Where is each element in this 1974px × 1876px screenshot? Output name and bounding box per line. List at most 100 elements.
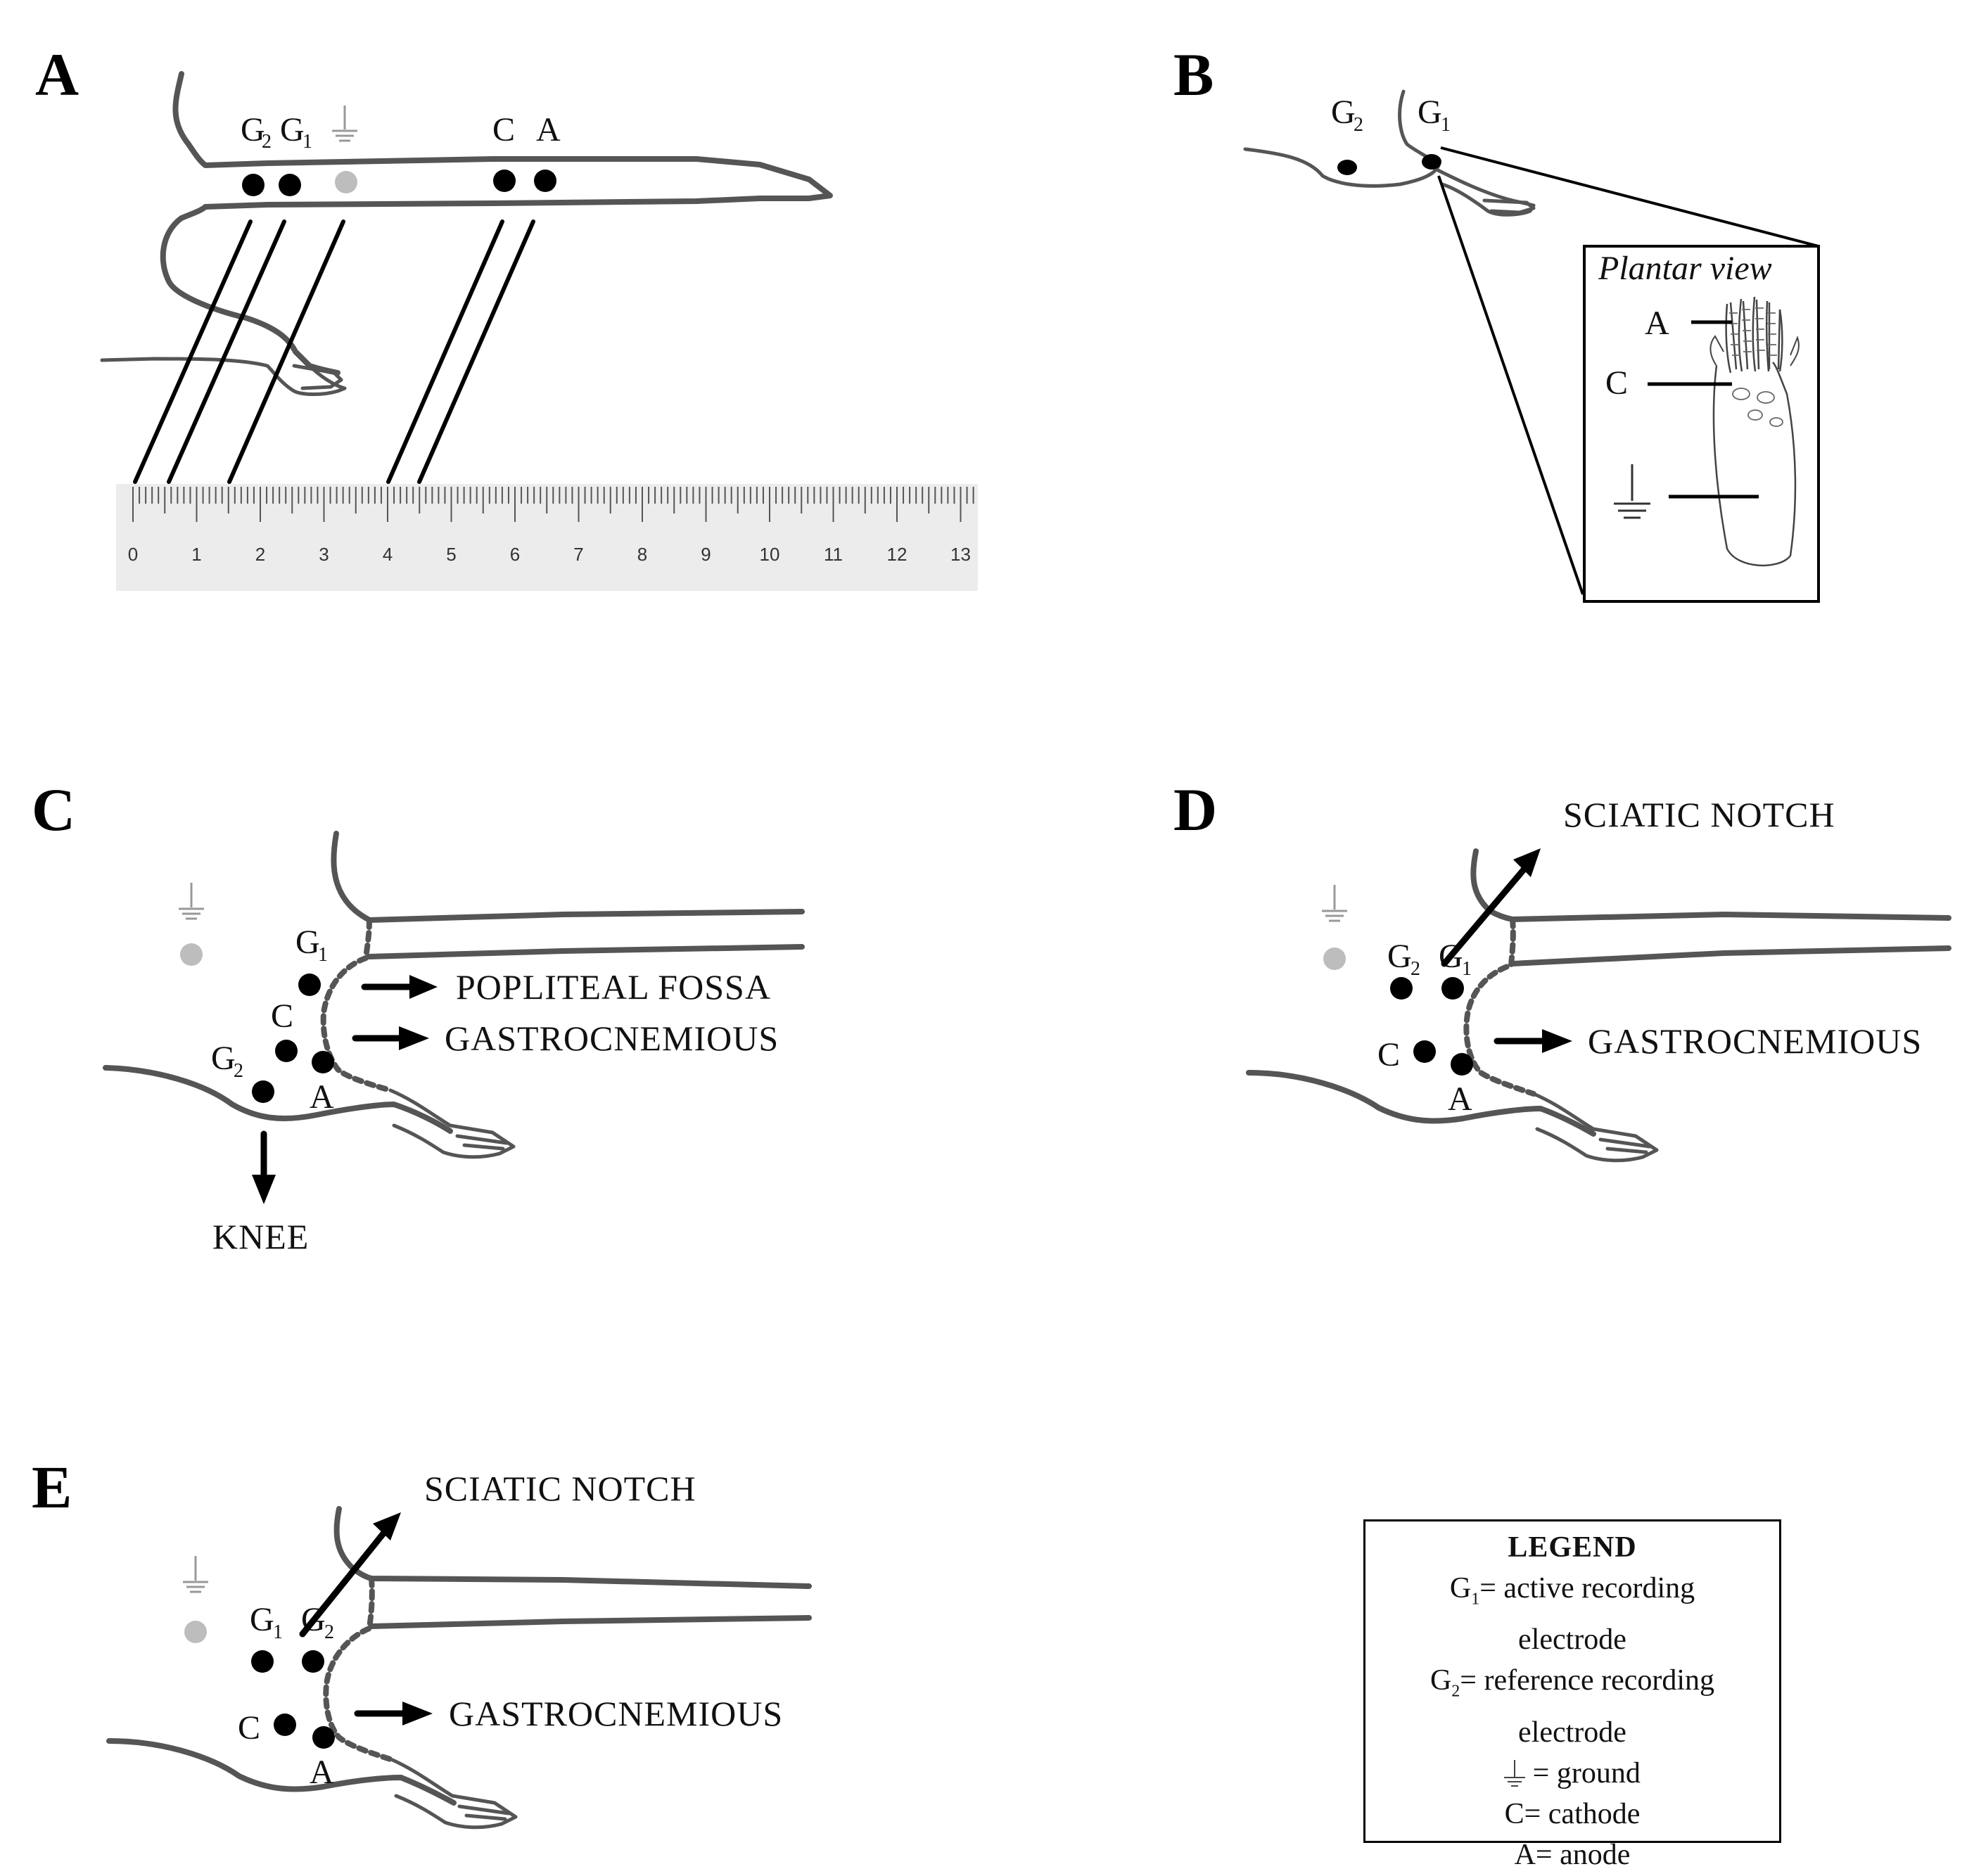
panel-a-anode-projection-line [417, 219, 535, 484]
panel-d-cathode-label: C [1377, 1036, 1400, 1073]
panel-c-shin-outline [103, 1065, 453, 1134]
panel-b-g1-electrode [1422, 154, 1441, 170]
ruler-number: 1 [191, 544, 201, 565]
legend-g2-sub: 2 [1451, 1682, 1460, 1701]
legend-ground-text: = ground [1525, 1756, 1641, 1789]
panel-b-inset-ground-icon [1614, 464, 1650, 519]
panel-e-ground-icon [183, 1556, 208, 1593]
ruler-number: 5 [446, 544, 456, 565]
panel-c-popliteal-label: POPLITEAL FOSSA [456, 967, 771, 1007]
panel-c-gastrocnemious-arrow [352, 1026, 429, 1050]
legend-anode-row: A= anode [1514, 1838, 1631, 1871]
panel-d-tail-outline [1470, 848, 1951, 966]
panel-c-knee-arrow [252, 1130, 276, 1204]
ruler-number: 2 [255, 544, 265, 565]
panel-c-ground-electrode [180, 943, 203, 966]
legend-ground-icon [1504, 1759, 1526, 1787]
panel-b-zoom-line-bottom [1437, 175, 1584, 595]
panel-b-inset-anode-label: A [1645, 305, 1669, 342]
legend-ground-row: = ground [1365, 1753, 1779, 1794]
panel-e-anode-electrode [312, 1726, 335, 1749]
panel-c-ground-icon [179, 883, 204, 920]
panel-a-tail-outline [172, 71, 833, 210]
panel-b-g2-sub: 2 [1354, 114, 1363, 136]
panel-a-g2-label: G [241, 111, 265, 148]
panel-b-toes [1482, 198, 1536, 215]
panel-b-inset-box [1583, 245, 1820, 603]
panel-e-sciatic-label: SCIATIC NOTCH [424, 1469, 696, 1508]
panel-e-foot-outline [390, 1758, 518, 1830]
panel-c-g1-sub: 1 [318, 944, 328, 966]
panel-e-g2-electrode [302, 1650, 324, 1673]
panel-a-cathode-electrode [493, 170, 516, 192]
legend-g1-row: G1= active recording [1365, 1568, 1779, 1619]
panel-a-g1-label: G [280, 111, 305, 148]
legend-g1-sub: 1 [1471, 1590, 1480, 1609]
panel-e-g1-sub: 1 [273, 1621, 283, 1643]
panel-d-shin-outline [1246, 1070, 1596, 1137]
panel-d-g1-sub: 1 [1462, 958, 1472, 980]
legend-g2-prefix: G [1429, 1664, 1452, 1697]
legend-box: LEGEND G1= active recording electrode G2… [1363, 1519, 1781, 1871]
panel-d: D G 2 G 1 C A SCIATIC NOTCH GAS [1173, 776, 1951, 1163]
panel-d-ground-icon [1322, 885, 1347, 922]
panel-d-g2-sub: 2 [1411, 958, 1420, 980]
panel-a-cathode-label: C [492, 111, 515, 148]
panel-e-g1-label: G [250, 1601, 274, 1638]
panel-e-gastrocnemious-arrow [354, 1702, 433, 1725]
panel-b-leg-outline [1243, 89, 1536, 217]
panel-a-g1-sub: 1 [303, 131, 312, 153]
panel-e-letter: E [32, 1453, 72, 1521]
panel-b-inset-title: Plantar view [1598, 250, 1772, 287]
panel-c-g2-label: G [211, 1040, 236, 1077]
legend-g1-text-2: electrode [1518, 1623, 1626, 1657]
panel-d-sciatic-label: SCIATIC NOTCH [1563, 795, 1835, 834]
ruler-number: 3 [319, 544, 329, 565]
panel-e-g1-electrode [251, 1650, 274, 1673]
legend-cathode-row: C= cathode [1504, 1797, 1641, 1830]
panel-d-g2-label: G [1387, 938, 1412, 975]
panel-d-ground-electrode [1323, 947, 1346, 970]
panel-a-g1-projection-line [167, 219, 286, 484]
panel-a-anode-label: A [536, 111, 561, 148]
panel-e-ground-electrode [184, 1621, 207, 1643]
legend-g1-prefix: G [1449, 1572, 1472, 1604]
panel-d-g2-electrode [1390, 977, 1413, 1000]
legend-g2-text-2: electrode [1518, 1716, 1626, 1749]
panel-d-foot-outline [1532, 1092, 1659, 1163]
panel-b-zoom-line-top [1440, 146, 1819, 248]
panel-c-popliteal-arrow [361, 975, 438, 999]
panel-b-letter: B [1173, 41, 1214, 108]
panel-e-shin-outline [106, 1738, 457, 1806]
panel-a-ground-icon [332, 106, 357, 142]
legend-g2-row: G2= reference recording [1365, 1660, 1779, 1711]
ruler-number: 11 [824, 544, 843, 565]
panel-a: A G 2 G 1 C A [35, 41, 978, 591]
panel-a-g2-electrode [242, 174, 265, 196]
panel-a-g2-sub: 2 [262, 131, 272, 153]
panel-a-g2-projection-line [133, 219, 253, 484]
ruler-number: 10 [760, 544, 780, 565]
panel-c-anode-electrode [312, 1051, 334, 1073]
panel-e: E G 1 G 2 C A SCIATIC NOTCH GAS [32, 1453, 812, 1830]
panel-d-sciatic-arrow [1441, 848, 1541, 967]
panel-c-g1-label: G [295, 924, 320, 961]
panel-c-anode-label: A [310, 1078, 334, 1116]
ruler-number: 13 [950, 544, 971, 565]
panel-c-gastrocnemious-label: GASTROCNEMIOUS [445, 1019, 779, 1058]
panel-e-thigh-outline [323, 1576, 395, 1763]
panel-e-gastrocnemious-label: GASTROCNEMIOUS [449, 1694, 783, 1733]
panel-a-ruler-ticks [132, 487, 974, 522]
ruler-number: 12 [887, 544, 908, 565]
panel-e-cathode-electrode [274, 1714, 296, 1736]
panel-b-plantar-foot-drawing [1709, 296, 1800, 567]
legend-g1-text: = active recording [1479, 1572, 1695, 1604]
panel-c-thigh-outline [320, 917, 393, 1093]
panel-d-letter: D [1173, 776, 1217, 843]
ruler-number: 7 [573, 544, 583, 565]
panel-a-ground-projection-line [227, 219, 345, 484]
panel-c-cathode-electrode [275, 1040, 298, 1062]
panel-a-anode-electrode [534, 170, 556, 192]
panel-e-cathode-label: C [238, 1709, 260, 1747]
